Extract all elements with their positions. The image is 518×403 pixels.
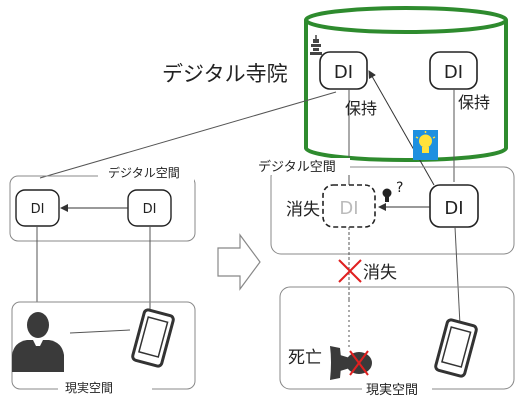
right-lost-di-label: DI [339,198,358,219]
right-active-di-label: DI [444,198,463,219]
temple-di-left-label: DI [334,62,353,83]
right-smartphone-icon [434,318,478,378]
left-digital-space-label: デジタル空間 [108,165,180,180]
question-mark: ? [396,180,403,196]
arrow-to-temple [368,70,435,186]
right-digital-space-label: デジタル空間 [258,159,336,175]
digital-temple-label: デジタル寺院 [162,62,288,86]
hold-label-left: 保持 [345,99,377,118]
pagoda-icon [310,35,322,55]
left-di-right-label: DI [143,202,157,217]
lost-di-label: 消失 [286,200,320,220]
small-bulb-icon [382,188,392,202]
right-lost-di-box [322,184,376,228]
temple-di-left-box [319,51,368,90]
death-label: 死亡 [288,348,322,368]
right-real-space-label: 現実空間 [366,382,418,398]
broken-link-cross [338,259,362,283]
dead-person-icon [330,346,372,380]
link-lost-label: 消失 [363,263,397,283]
right-digital-space-box [270,166,515,255]
right-real-space-box [279,286,515,390]
lightbulb-icon [413,130,438,160]
person-icon [12,312,64,372]
right-active-di-box [429,184,479,228]
left-real-space-label: 現実空間 [65,380,113,395]
temple-di-right-label: DI [444,62,463,83]
left-di-left-label: DI [31,202,45,217]
transition-arrow [217,233,261,291]
hold-label-right: 保持 [458,93,490,112]
smartphone-icon [131,308,175,368]
